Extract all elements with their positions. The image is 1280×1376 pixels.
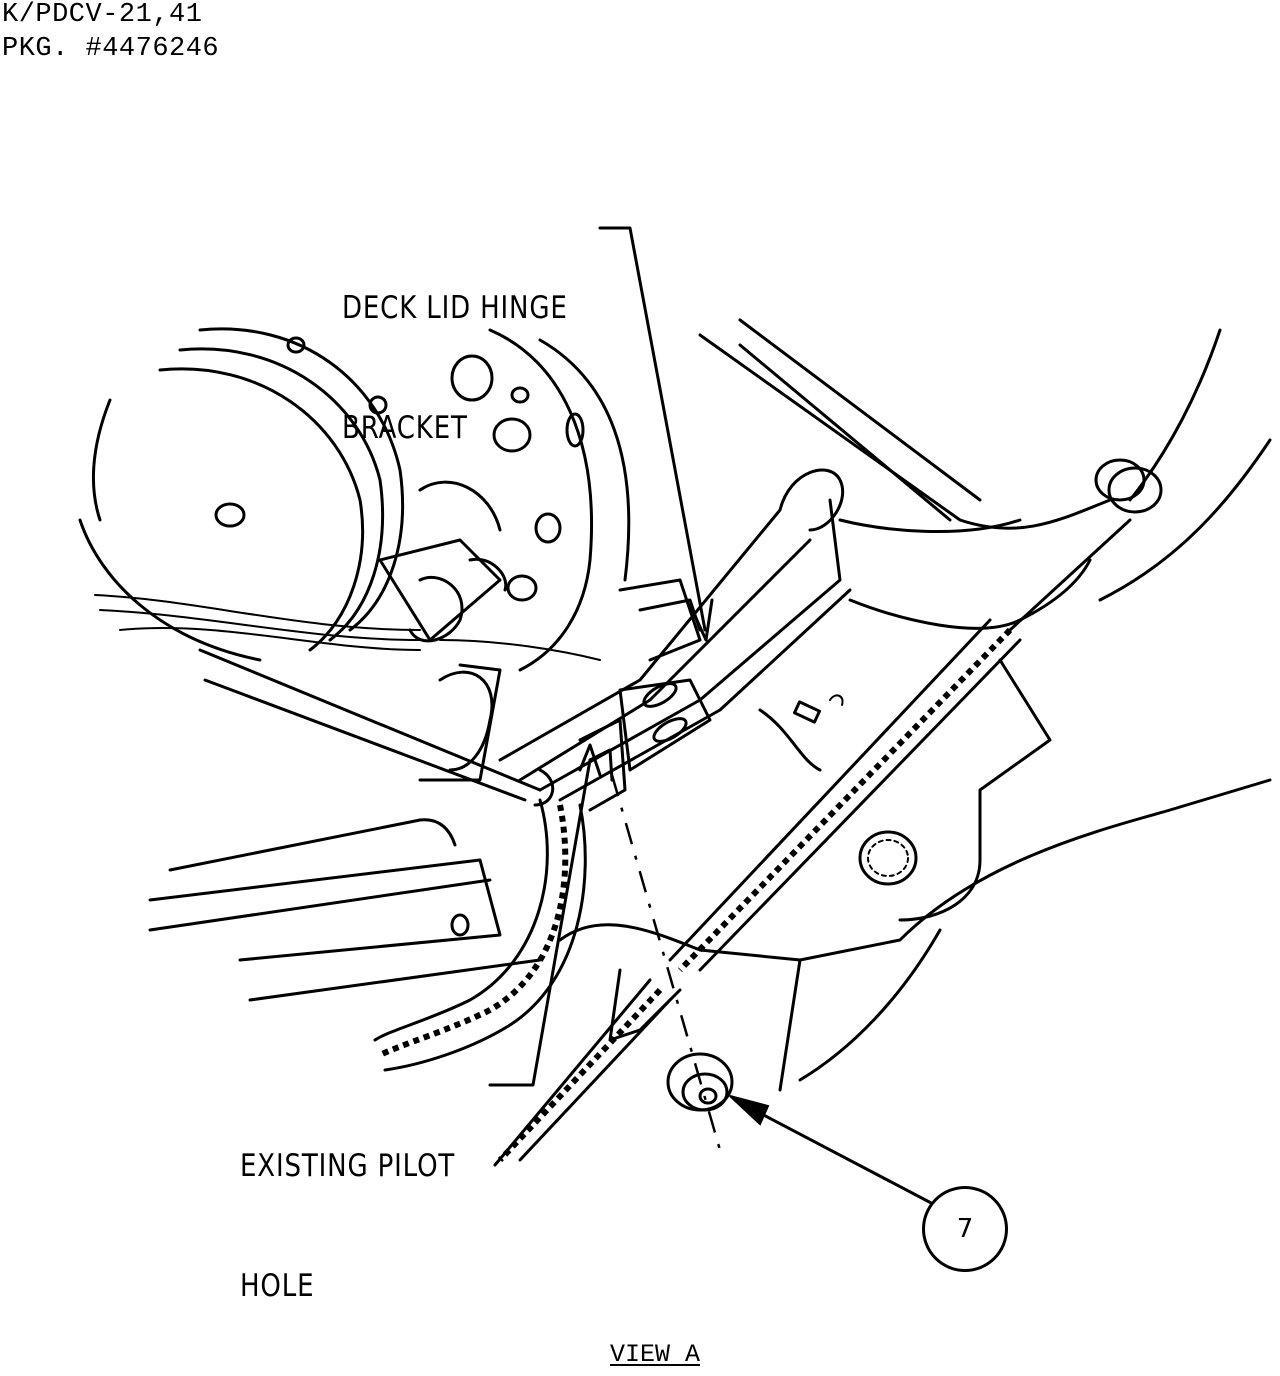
item-balloon: 7 xyxy=(922,1186,1008,1272)
pilot-hole-callout-line2: HOLE xyxy=(240,1268,315,1304)
pilot-hole-callout-line1: EXISTING PILOT xyxy=(240,1148,456,1184)
rod xyxy=(198,648,555,807)
balloon-leader xyxy=(729,1095,937,1207)
hinge-bracket-callout-line2: BRACKET xyxy=(342,410,468,446)
pilot-hole-callout: EXISTING PILOT HOLE xyxy=(240,1066,455,1346)
item-balloon-number: 7 xyxy=(956,1214,974,1244)
nut xyxy=(666,1052,734,1112)
upper-right-panel xyxy=(698,318,1272,630)
hinge-bracket-callout: DECK LID HINGE BRACKET xyxy=(342,208,568,488)
document-code: K/PDCV-21,41 xyxy=(2,0,203,30)
center-line xyxy=(610,774,722,1151)
hinge-bracket xyxy=(498,468,852,812)
hinge-bracket-callout-line1: DECK LID HINGE xyxy=(342,290,568,326)
diagonal-member xyxy=(493,518,1132,1167)
right-structure xyxy=(758,658,1272,1092)
leader-lines xyxy=(488,226,714,1087)
wire-harness xyxy=(94,538,601,661)
wheel-housing xyxy=(78,327,404,662)
view-title: VIEW A xyxy=(610,1340,701,1369)
lower-center-panel xyxy=(558,923,802,962)
package-number: PKG. #4476246 xyxy=(2,34,220,64)
backing-plate xyxy=(418,328,631,672)
lower-panel xyxy=(148,798,587,1072)
